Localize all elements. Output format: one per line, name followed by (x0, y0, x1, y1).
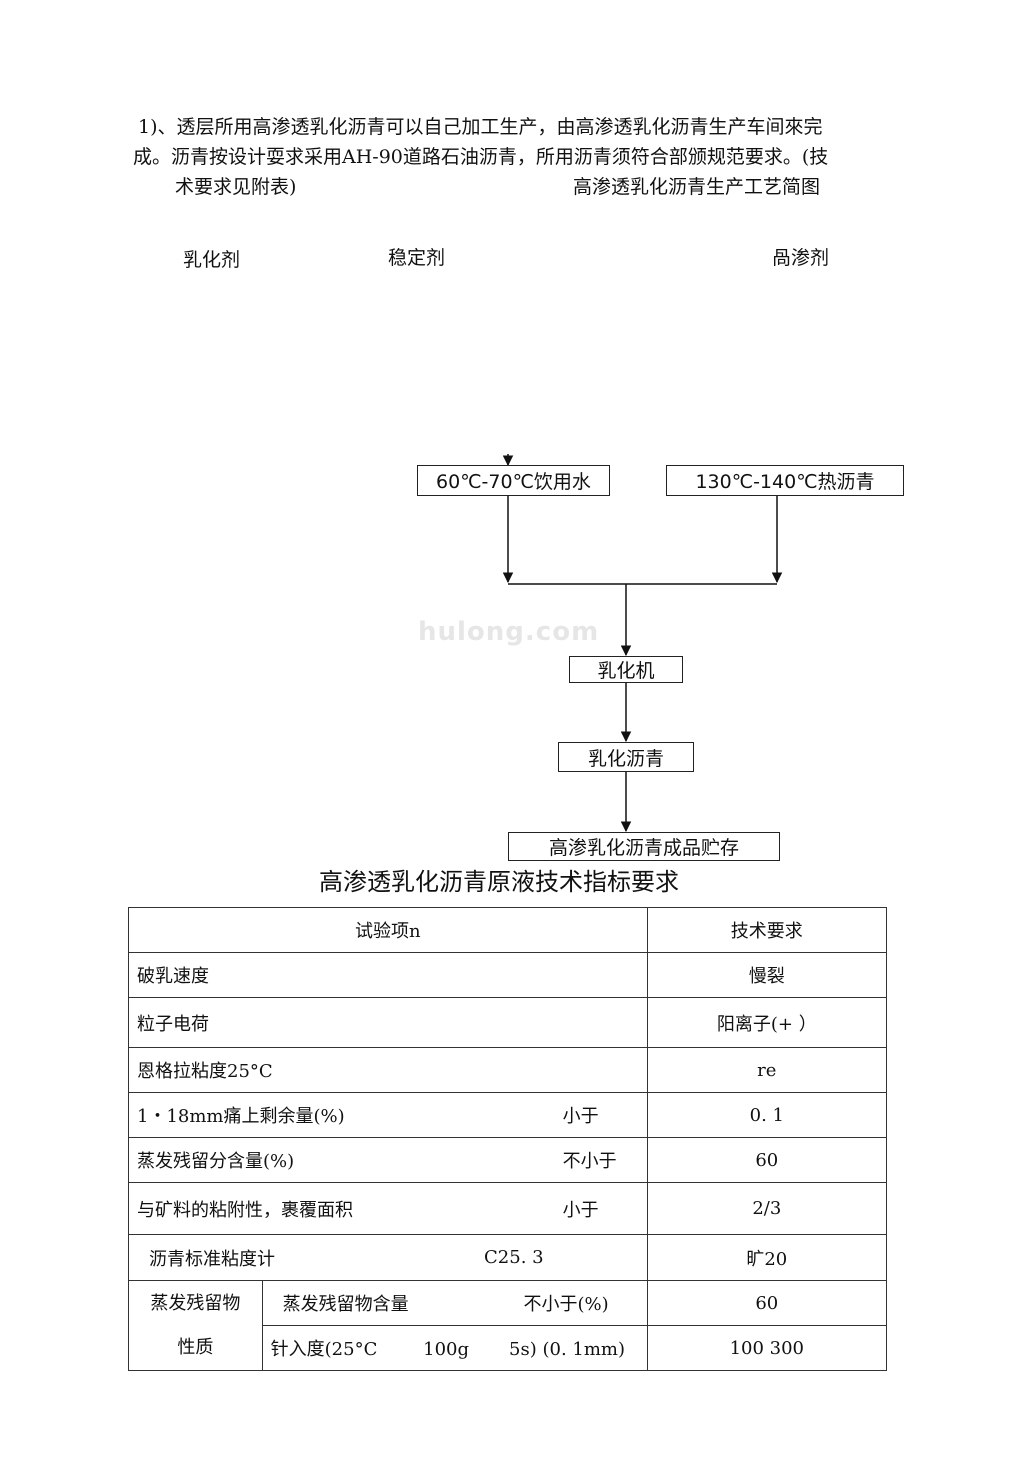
paragraph-line-3: 术要求见附表) (175, 176, 297, 198)
residue-content-item: 蒸发残留物含量 (282, 1294, 409, 1315)
table-row: 蒸发残留物 性质 蒸发残留物含量 不小于(%) 60 (128, 1280, 888, 1371)
box-hot-asphalt: 130℃-140℃热沥青 (666, 465, 904, 496)
table-header-row: 试验项n 技术要求 (128, 907, 888, 953)
table-row: 粒子电荷 阳离子(+ ） (128, 997, 888, 1048)
table-row: 蒸发残留分含量(%) 不小于 60 (128, 1137, 888, 1183)
watermark: hulong.com (418, 617, 600, 647)
row-req: 旷20 (646, 1234, 888, 1281)
row-req: re (646, 1047, 888, 1093)
table-title: 高渗透乳化沥青原液技术指标要求 (319, 868, 679, 896)
paragraph-line-1: 1)、透层所用高渗透乳化沥青可以自己加工生产，由高渗透乳化沥青生产车间來完 (138, 116, 823, 138)
box-product-storage: 高渗乳化沥青成品贮存 (508, 832, 780, 861)
row-req: 2/3 (646, 1182, 888, 1235)
row-condition: C25. 3 (484, 1247, 544, 1268)
residue-group-line1: 蒸发残留物 (150, 1292, 241, 1314)
table-row: 破乳速度 慢裂 (128, 952, 888, 998)
table-row: 沥青标准粘度计 C25. 3 旷20 (128, 1234, 888, 1281)
row-condition: 小于 (562, 1106, 599, 1127)
paragraph-line-2: 成。沥青按设计耍求采用AH-90道路石油沥青，所用沥青须符合部颁规范要求。(技 (133, 146, 829, 168)
flowchart-connectors (502, 454, 783, 833)
input-emulsifier: 乳化剂 (183, 249, 241, 271)
row-req: 慢裂 (646, 952, 888, 998)
row-req: 60 (646, 1137, 888, 1183)
row-item: 蒸发残留分含量(%) (137, 1151, 295, 1172)
table-row: 恩格拉粘度25°C re (128, 1047, 888, 1093)
row-item: 沥青标准粘度计 (149, 1248, 275, 1270)
row-item: 粒子电荷 (128, 997, 648, 1048)
row-condition: 小于 (562, 1199, 599, 1221)
row-item: 恩格拉粘度25°C (128, 1047, 648, 1093)
box-drinking-water: 60℃-70℃饮用水 (417, 465, 610, 496)
residue-content-req: 60 (646, 1280, 888, 1326)
row-item: 与矿料的粘附性，裹覆面积 (137, 1199, 353, 1221)
row-item: 破乳速度 (128, 952, 648, 998)
header-test-item: 试验项n (128, 907, 648, 953)
table-row: 与矿料的粘附性，裹覆面积 小于 2/3 (128, 1182, 888, 1235)
input-penetrant: 咼渗剂 (772, 247, 830, 269)
header-tech-req: 技术要求 (646, 907, 888, 953)
spec-table: 试验项n 技术要求 破乳速度 慢裂 粒子电荷 阳离子(+ ） 恩格拉粘度25°C… (128, 907, 888, 1371)
penetration-req: 100 300 (646, 1325, 888, 1371)
penetration-item: 针入度(25°C 100g 5s) (0. 1mm) (261, 1325, 648, 1371)
row-condition: 不小于 (562, 1151, 617, 1172)
table-row: 针入度(25°C 100g 5s) (0. 1mm) 100 300 (129, 1325, 888, 1371)
flowchart-caption: 高渗透乳化沥青生产工艺简图 (573, 176, 821, 198)
row-req: 阳离子(+ ） (646, 997, 888, 1048)
row-req: 0. 1 (646, 1092, 888, 1138)
residue-group-line2: 性质 (177, 1336, 214, 1358)
box-emulsifying-machine: 乳化机 (569, 656, 683, 683)
row-item: 1・18mm痛上剩余量(%) (137, 1106, 345, 1127)
residue-content-condition: 不小于(%) (523, 1294, 609, 1315)
box-emulsified-asphalt: 乳化沥青 (558, 742, 694, 772)
table-row: 1・18mm痛上剩余量(%) 小于 0. 1 (128, 1092, 888, 1138)
input-stabilizer: 稳定剂 (388, 247, 446, 269)
